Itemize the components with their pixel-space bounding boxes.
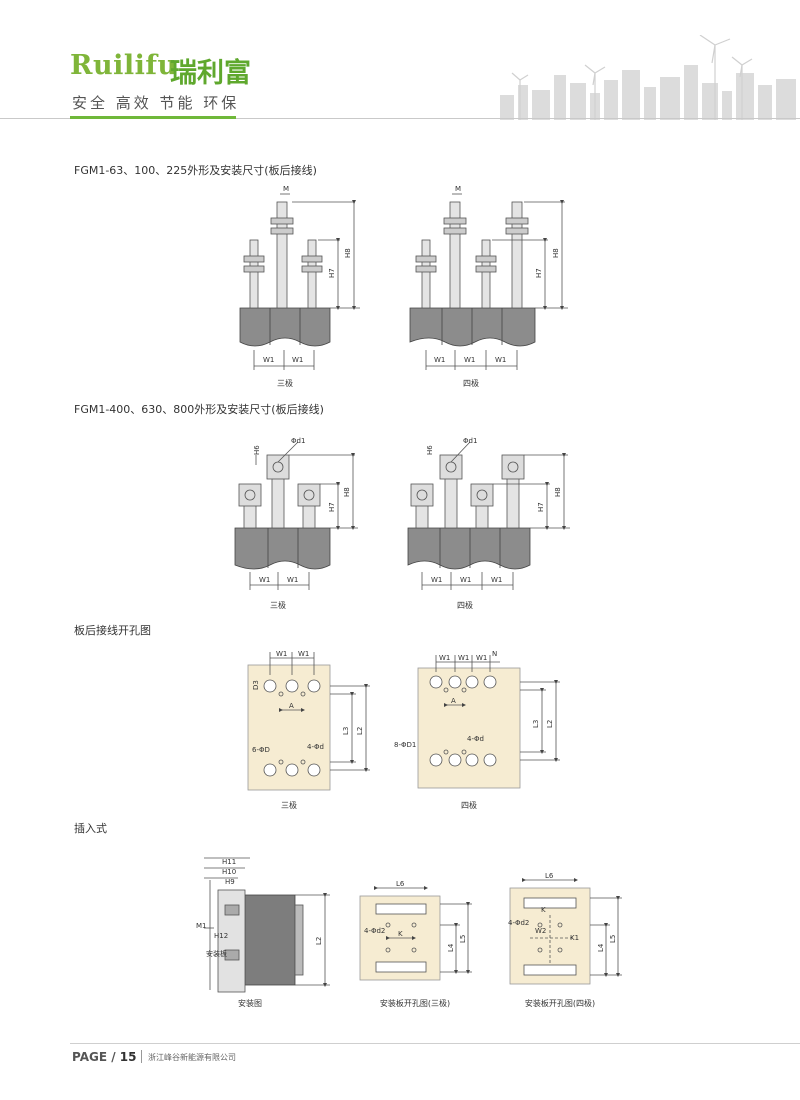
label-W1: W1 xyxy=(464,356,475,364)
caption-panel-cut-4pole: 安装板开孔图(四极) xyxy=(524,999,596,1008)
label-W1: W1 xyxy=(287,576,298,584)
city-skyline-graphic xyxy=(500,35,796,120)
caption-three-pole: 三极 xyxy=(281,801,297,810)
label-H7: H7 xyxy=(537,502,545,512)
label-L5: L5 xyxy=(609,935,617,943)
label-L3: L3 xyxy=(532,720,540,728)
label-L2: L2 xyxy=(315,937,323,945)
label-W1: W1 xyxy=(491,576,502,584)
label-W1: W1 xyxy=(476,654,487,662)
label-L4: L4 xyxy=(597,943,605,952)
label-4-phi-d: 4-Φd xyxy=(467,735,484,743)
label-H8: H8 xyxy=(343,487,351,497)
label-L4: L4 xyxy=(447,943,455,952)
label-L6: L6 xyxy=(545,872,554,880)
label-W1: W1 xyxy=(298,650,309,658)
page-number: 15 xyxy=(119,1050,137,1064)
label-Phi-d1: Φd1 xyxy=(463,437,477,445)
label-H10: H10 xyxy=(222,868,236,876)
label-8-phi-D1: 8-ΦD1 xyxy=(394,741,416,749)
label-M: M xyxy=(455,185,461,193)
section-title-2: FGM1-400、630、800外形及安装尺寸(板后接线) xyxy=(74,403,324,416)
label-A: A xyxy=(289,702,294,710)
label-L6: L6 xyxy=(396,880,405,888)
label-H7: H7 xyxy=(535,268,543,278)
drawing-3pole-rear-400-800 xyxy=(234,441,358,590)
label-Phi-d1: Φd1 xyxy=(291,437,305,445)
label-D3: D3 xyxy=(252,680,260,690)
label-mount-plate: 安装板 xyxy=(206,949,227,958)
caption-four-pole: 四极 xyxy=(457,601,473,610)
footer-divider xyxy=(70,1043,800,1044)
slogan: 安全 高效 节能 环保 xyxy=(72,94,240,112)
label-H12: H12 xyxy=(214,932,228,940)
label-H11: H11 xyxy=(222,858,236,866)
brand-logo-latin: Ruilifu xyxy=(70,50,178,81)
label-W1: W1 xyxy=(434,356,445,364)
label-W1: W1 xyxy=(460,576,471,584)
label-4-phi-d2: 4-Φd2 xyxy=(364,927,385,935)
label-H8: H8 xyxy=(552,248,560,258)
label-H8: H8 xyxy=(554,487,562,497)
label-K1: K1 xyxy=(570,934,579,942)
label-W1: W1 xyxy=(495,356,506,364)
label-M1: M1 xyxy=(196,922,207,930)
caption-install-view: 安装图 xyxy=(238,999,262,1008)
label-W1: W1 xyxy=(276,650,287,658)
header-accent-bar xyxy=(70,116,236,119)
label-W1: W1 xyxy=(259,576,270,584)
drawing-cutout-4pole xyxy=(417,655,560,789)
section-title-1: FGM1-63、100、225外形及安装尺寸(板后接线) xyxy=(74,164,317,177)
footer-separator xyxy=(141,1050,142,1063)
label-A: A xyxy=(451,697,456,705)
label-H7: H7 xyxy=(328,502,336,512)
label-W1: W1 xyxy=(292,356,303,364)
company-name: 浙江峰谷新能源有限公司 xyxy=(148,1053,236,1062)
caption-four-pole: 四极 xyxy=(463,379,479,388)
section-title-4: 插入式 xyxy=(74,822,107,835)
label-H6: H6 xyxy=(426,445,434,455)
label-N: N xyxy=(492,650,497,658)
dimension-labels: M H7 H8 W1 W1 M H7 H8 W1 W1 W1 H6 Φd1 H7… xyxy=(196,185,617,958)
page-label: PAGE / xyxy=(72,1050,120,1064)
label-M: M xyxy=(283,185,289,193)
label-W2: W2 xyxy=(535,927,546,935)
drawing-panel-cut-3pole xyxy=(359,886,472,981)
caption-three-pole: 三极 xyxy=(270,601,286,610)
label-L2: L2 xyxy=(546,720,554,728)
label-L2: L2 xyxy=(356,727,364,735)
label-H9: H9 xyxy=(225,878,235,886)
caption-four-pole: 四极 xyxy=(461,801,477,810)
label-W1: W1 xyxy=(458,654,469,662)
drawing-4pole-rear-63-225 xyxy=(409,193,568,370)
drawing-plugin-install xyxy=(204,857,330,993)
label-K: K xyxy=(541,906,546,914)
label-4-phi-d2: 4-Φd2 xyxy=(508,919,529,927)
label-L5: L5 xyxy=(459,935,467,943)
caption-three-pole: 三极 xyxy=(277,379,293,388)
page-indicator: PAGE / 15 xyxy=(72,1050,136,1064)
drawing-cutout-3pole xyxy=(247,652,370,791)
label-H7: H7 xyxy=(328,268,336,278)
caption-panel-cut-3pole: 安装板开孔图(三极) xyxy=(379,999,451,1008)
label-K: K xyxy=(398,930,403,938)
label-W1: W1 xyxy=(263,356,274,364)
label-6-phi-D: 6-ΦD xyxy=(252,746,270,754)
label-W1: W1 xyxy=(431,576,442,584)
drawing-3pole-rear-63-225 xyxy=(239,193,360,370)
label-W1: W1 xyxy=(439,654,450,662)
drawing-4pole-rear-400-800 xyxy=(407,441,570,590)
label-L3: L3 xyxy=(342,727,350,735)
label-4-phi-d: 4-Φd xyxy=(307,743,324,751)
label-H6: H6 xyxy=(253,445,261,455)
section-title-3: 板后接线开孔图 xyxy=(74,624,151,637)
brand-logo-chinese: 瑞利富 xyxy=(170,58,251,89)
drawing-panel-cut-4pole xyxy=(509,878,622,985)
label-H8: H8 xyxy=(344,248,352,258)
header-divider xyxy=(0,118,800,119)
